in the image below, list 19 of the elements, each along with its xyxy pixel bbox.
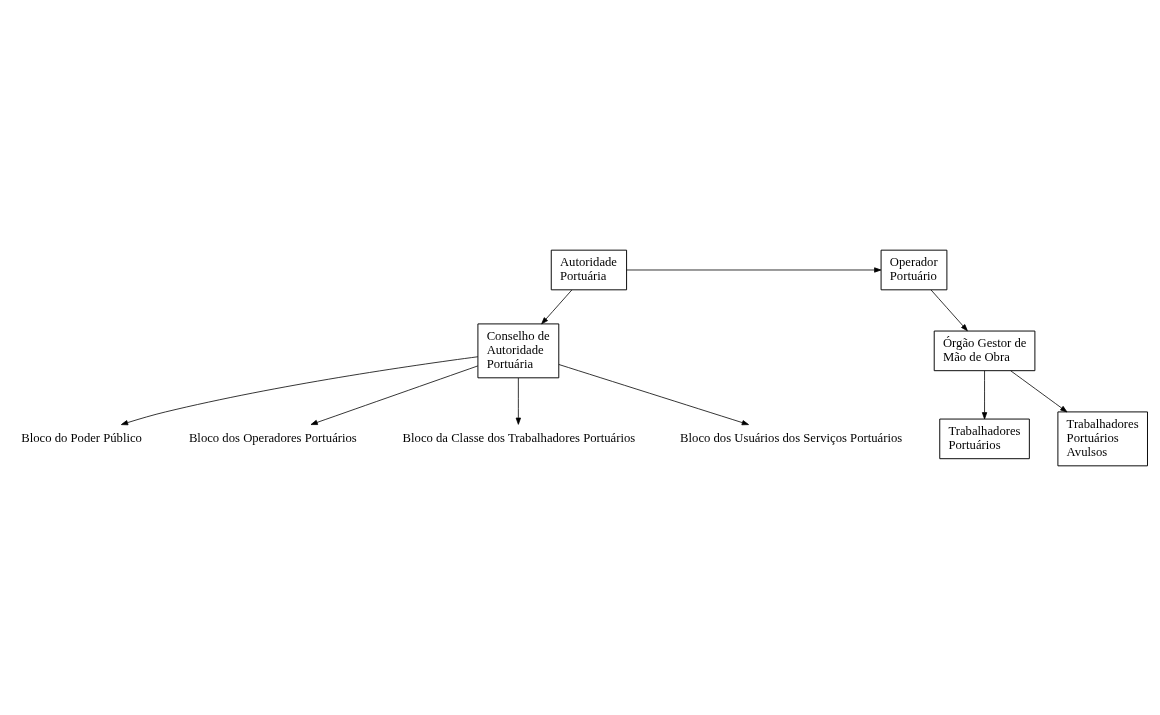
arrow xyxy=(541,289,573,324)
node-box: Conselho de Autoridade Portuária xyxy=(477,322,560,378)
arrow xyxy=(981,369,988,419)
node-box: Trabalhadores Portuários Avulsos xyxy=(1057,410,1148,466)
arrow xyxy=(310,365,479,425)
node-box: Autoridade Portuária xyxy=(550,249,628,290)
node-text: Bloco da Classe dos Trabalhadores Portuários xyxy=(402,430,636,445)
node-text: Bloco dos Operadores Portuários xyxy=(188,430,357,445)
node-box: Operador Portuário xyxy=(880,249,948,290)
node-box: Órgão Gestor de Mão de Obra xyxy=(933,330,1036,371)
arrow xyxy=(558,363,749,425)
arrow xyxy=(930,289,968,331)
node-text: Bloco dos Usuários dos Serviços Portuários xyxy=(680,430,903,445)
arrow xyxy=(626,266,882,273)
arrow xyxy=(515,377,521,425)
node-box: Trabalhadores Portuários xyxy=(939,418,1030,459)
arrow xyxy=(120,355,479,425)
arrow xyxy=(1010,369,1068,412)
node-text: Bloco do Poder Público xyxy=(21,430,142,445)
